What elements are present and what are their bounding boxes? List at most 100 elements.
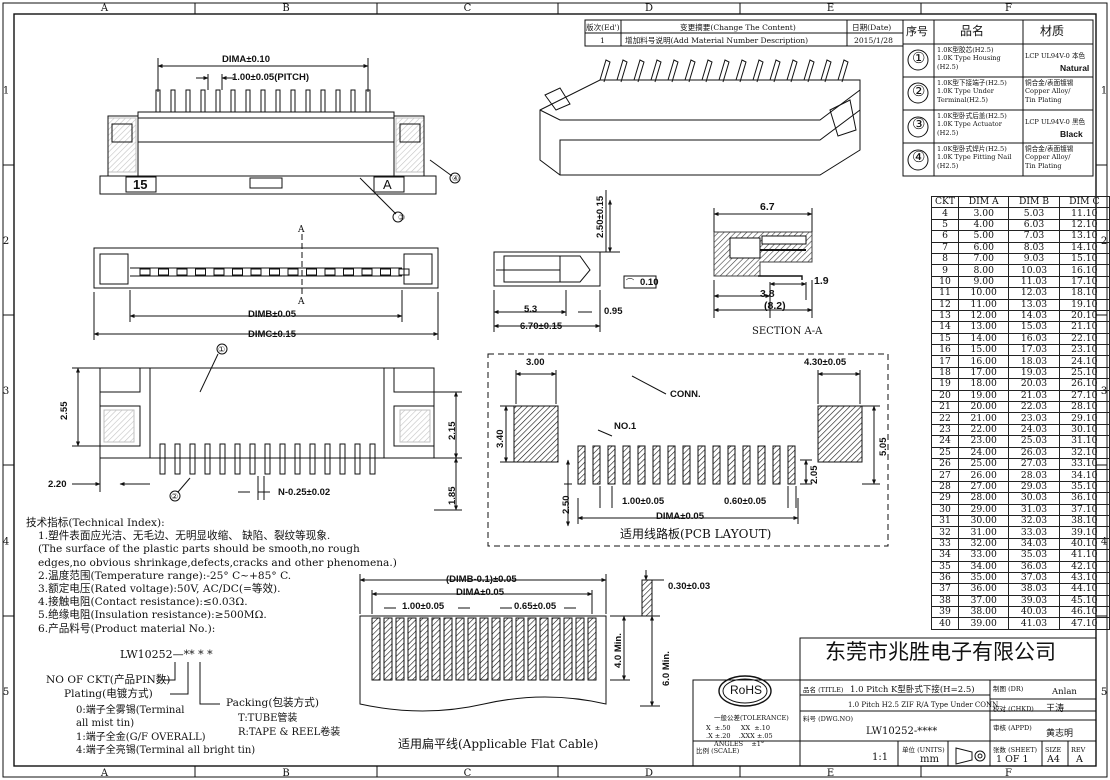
ckt-cell: 35.10 [1058, 480, 1110, 494]
pin [250, 268, 262, 276]
ckt-cell: 47.10 [1058, 617, 1110, 630]
ckt-cell: 16.03 [1008, 332, 1060, 346]
pin [324, 268, 336, 276]
rev-header-ed: 版次(Ed') [586, 23, 620, 32]
appd-label: 审核 (APPD) [993, 724, 1032, 732]
pcb-pad [682, 445, 691, 485]
ffc-dim-b: (DIMB-0.1)±0.05 [446, 574, 517, 585]
zone-col-label: F [1005, 768, 1012, 779]
isometric-view [539, 59, 861, 176]
ckt-cell: 27.03 [1008, 457, 1060, 471]
pin [354, 443, 361, 475]
tolerance-line: ANGLES ±1° [714, 740, 765, 748]
ckt-cell: 13.03 [1008, 298, 1060, 311]
ckt-cell: 38.03 [1008, 583, 1060, 596]
size-value: A4 [1047, 754, 1060, 765]
section-mark-bottom: A [298, 297, 305, 307]
section-a-a-view [713, 208, 813, 318]
ckt-cell: 19.03 [1008, 366, 1060, 380]
ckt-cell: 15.00 [958, 344, 1010, 357]
ckt-cell: 11.03 [1008, 275, 1060, 289]
pin [803, 59, 815, 83]
ckt-cell: 30.00 [958, 514, 1010, 528]
ckt-cell: 17.10 [1058, 275, 1110, 289]
ckt-count-label: NO OF CKT(产品PIN数) [46, 674, 171, 686]
ckt-cell: 29.00 [958, 503, 1010, 516]
dim-c-label: DIMC±0.15 [248, 329, 296, 340]
ckt-cell: 13.00 [958, 321, 1010, 334]
ckt-cell: 15.03 [1008, 321, 1060, 334]
ckt-cell: 13 [930, 309, 960, 323]
ffc-conductor [563, 617, 573, 681]
ckt-cell: 31.03 [1008, 503, 1060, 516]
ffc-pitch: 1.00±0.05 [402, 601, 445, 612]
ckt-cell: 18 [930, 366, 960, 380]
zone-col-label: B [282, 768, 289, 779]
ckt-cell: 37.03 [1008, 571, 1060, 585]
pin [158, 268, 169, 276]
ckt-cell: 5.00 [958, 230, 1010, 243]
rev-label: REV [1071, 746, 1086, 754]
zone-col-label: F [1005, 3, 1012, 14]
part-number-format: LW10252—** * * [120, 648, 213, 661]
iso-pins [599, 59, 849, 83]
pin [633, 59, 645, 83]
pitch-dim [196, 74, 234, 90]
dwg-number: LW10252-**** [866, 726, 938, 737]
ckt-cell: 22.10 [1058, 332, 1110, 346]
dim-b-label: DIMB±0.05 [248, 309, 296, 320]
ckt-cell: 8 [930, 252, 960, 266]
pcb-pad [577, 445, 586, 485]
ckt-cell: 30.10 [1058, 423, 1110, 437]
tolerance-line: X ±.50 XX ±.10 [706, 724, 771, 732]
pcb-dima-label: DIMA±0.05 [656, 511, 704, 522]
ckt-cell: 46.10 [1058, 606, 1110, 619]
zone-col-label: A [100, 768, 109, 779]
ffc-conductor [443, 617, 453, 681]
ckt-cell: 39.10 [1058, 526, 1110, 539]
ckt-cell: 27.00 [958, 480, 1010, 494]
material-name: 1.0K型下接端子(H2.5) 1.0K Type Under Terminal… [937, 79, 1007, 104]
zone-col-label: D [645, 3, 653, 14]
pcb-pad [742, 445, 751, 485]
ckt-cell: 21.03 [1008, 389, 1060, 403]
ffc-conductor [383, 617, 393, 681]
ckt-cell: 20.03 [1008, 378, 1060, 391]
pin [234, 443, 241, 475]
pcb-pad [697, 445, 706, 485]
ckt-cell: 6 [930, 230, 960, 243]
zone-row-label: 5 [3, 687, 9, 698]
ckt-cell: 33.00 [958, 549, 1010, 562]
material-spec: 铜合金/表面镀锡 Copper Alloy/ Tin Plating [1025, 145, 1074, 170]
dim-0-95: 0.95 [604, 306, 623, 317]
ckt-cell: 32.03 [1008, 514, 1060, 528]
pin [264, 443, 271, 475]
pin [769, 59, 781, 83]
pin [139, 268, 151, 276]
ckt-cell: 7 [930, 241, 960, 254]
pcb-pad [607, 445, 616, 485]
rohs-mark: RoHS [730, 683, 763, 697]
pin [159, 443, 166, 475]
units-label: 单位 (UNITS) [902, 746, 945, 754]
pcb-pad [787, 445, 796, 485]
ckt-cell: 28.03 [1008, 469, 1060, 482]
ckt-cell: 29 [930, 492, 960, 505]
ffc-conductor [467, 617, 477, 681]
ckt-cell: 37.10 [1058, 503, 1110, 516]
ffc-min-4: 4.0 Min. [613, 633, 624, 668]
ckt-cell: 39.03 [1008, 594, 1060, 608]
